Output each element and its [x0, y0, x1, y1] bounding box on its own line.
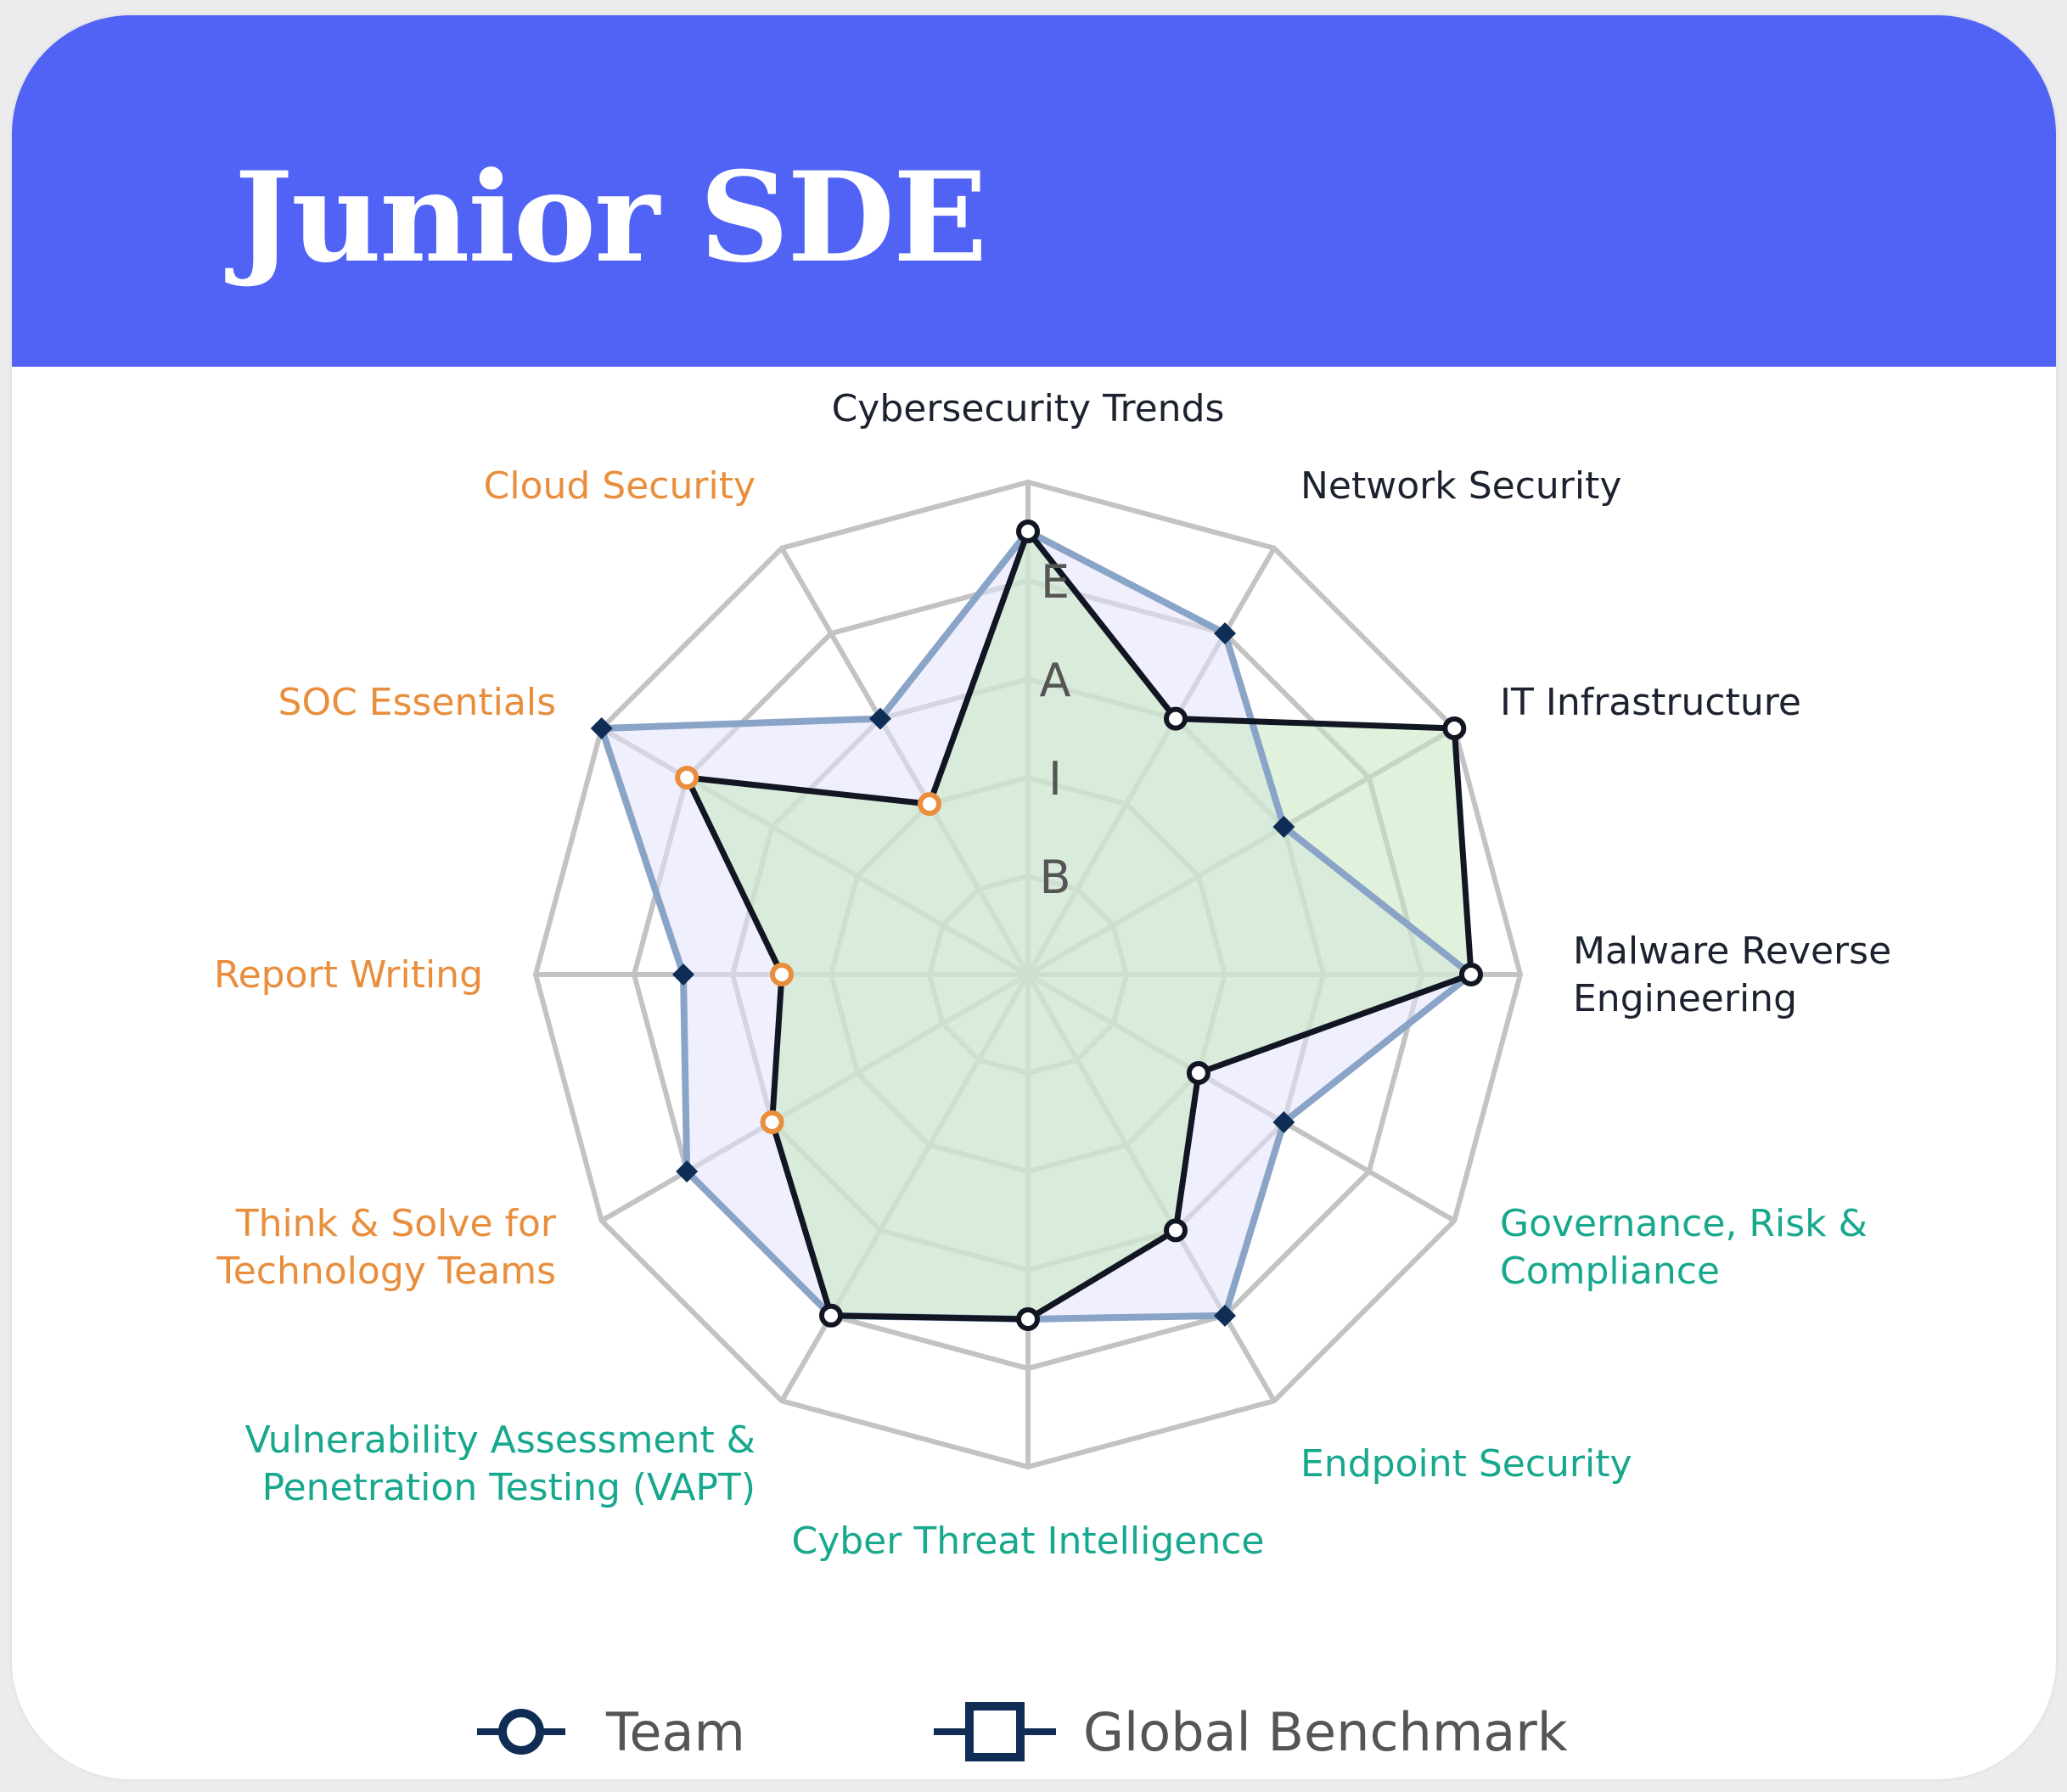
axis-label-line: IT Infrastructure — [1500, 681, 1801, 724]
axis-label-line: Malware Reverse — [1573, 930, 1891, 973]
level-label-B: B — [1039, 851, 1070, 904]
axis-label: Cloud Security — [484, 464, 755, 508]
card-header: Junior SDE — [12, 15, 2056, 367]
team-point — [1164, 1218, 1188, 1243]
axis-label: Network Security — [1300, 464, 1621, 508]
axis-label-line: Network Security — [1300, 464, 1621, 508]
axis-label: Report Writing — [214, 953, 483, 997]
benchmark-point — [869, 707, 891, 730]
team-point — [1016, 1307, 1040, 1331]
benchmark-point — [1214, 622, 1236, 645]
benchmark-point — [1272, 1111, 1295, 1133]
axis-label-line: Vulnerability Assessment & — [245, 1418, 755, 1462]
team-point — [1459, 963, 1483, 986]
team-point — [1186, 1061, 1210, 1085]
axis-label: Vulnerability Assessment &Penetration Te… — [245, 1418, 755, 1509]
team-point — [918, 792, 941, 817]
page-title: Junior SDE — [234, 145, 987, 290]
benchmark-point — [590, 717, 613, 739]
team-point — [760, 1110, 784, 1134]
team-point — [1164, 706, 1188, 731]
level-label-I: I — [1048, 752, 1062, 806]
axis-label: IT Infrastructure — [1500, 681, 1801, 724]
axis-label-line: Report Writing — [214, 953, 483, 997]
axis-label-line: Endpoint Security — [1300, 1442, 1632, 1486]
axis-label-line: Penetration Testing (VAPT) — [262, 1466, 755, 1509]
axis-label: Cybersecurity Trends — [832, 387, 1225, 430]
benchmark-point — [1272, 816, 1295, 838]
team-point — [675, 766, 699, 789]
team-area — [687, 531, 1471, 1319]
benchmark-point — [676, 1160, 699, 1182]
axis-label-line: Cybersecurity Trends — [832, 387, 1225, 430]
legend-team-label: Team — [605, 1701, 745, 1763]
axis-label-line: SOC Essentials — [278, 681, 556, 724]
team-point — [770, 963, 794, 986]
axis-label-line: Cyber Threat Intelligence — [791, 1520, 1264, 1563]
axis-label-line: Governance, Risk & — [1500, 1202, 1868, 1245]
team-point — [1442, 716, 1467, 740]
axis-label: SOC Essentials — [278, 681, 556, 724]
axis-label: Cyber Threat Intelligence — [791, 1520, 1264, 1563]
axis-label: Governance, Risk & Compliance — [1500, 1202, 1868, 1293]
benchmark-point — [1214, 1304, 1236, 1327]
legend-benchmark-marker — [965, 1702, 1025, 1761]
benchmark-point — [672, 963, 694, 986]
level-label-E: E — [1041, 555, 1070, 609]
axis-label: Endpoint Security — [1300, 1442, 1632, 1486]
axis-label-line: Think & Solve for — [235, 1202, 557, 1245]
team-point — [819, 1303, 843, 1328]
axis-label-line: Cloud Security — [484, 464, 755, 508]
axis-label-line: Engineering — [1573, 977, 1797, 1020]
legend-benchmark-label: Global Benchmark — [1083, 1701, 1568, 1763]
team-point — [1016, 520, 1040, 543]
axis-label-line: Technology Teams — [216, 1250, 556, 1293]
level-label-A: A — [1040, 654, 1071, 707]
legend-team-marker — [498, 1709, 544, 1755]
axis-label-line: Compliance — [1500, 1250, 1720, 1293]
